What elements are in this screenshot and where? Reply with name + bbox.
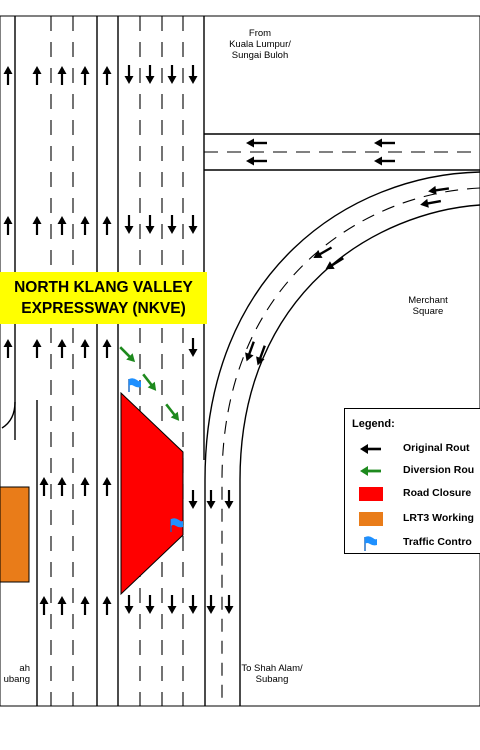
from-kuala-lumpur-label: From Kuala Lumpur/ Sungai Buloh bbox=[210, 28, 310, 61]
red-box-icon bbox=[359, 487, 383, 501]
legend-item-road-closure: Road Closure bbox=[345, 485, 480, 503]
legend-item-lrt3-working: LRT3 Working bbox=[345, 510, 480, 528]
label-line: ubang bbox=[3, 674, 30, 685]
lane-dividers bbox=[50, 16, 184, 706]
legend-label: Diversion Rou bbox=[403, 464, 475, 476]
legend-label: Original Rout bbox=[403, 442, 470, 454]
legend-title: Legend: bbox=[352, 418, 395, 430]
label-line: To Shah Alam/ bbox=[241, 663, 303, 674]
label-line: From bbox=[248, 28, 272, 39]
diversion-arrow bbox=[115, 342, 140, 367]
legend-label: Traffic Contro bbox=[403, 536, 472, 548]
label-line: ah bbox=[19, 663, 30, 674]
merchant-square-label: Merchant Square bbox=[388, 295, 468, 317]
title-line-2: EXPRESSWAY (NKVE) bbox=[21, 300, 186, 317]
legend-box: Legend: Original Rout Diversion Rou Road… bbox=[344, 408, 480, 554]
left-slip-road bbox=[1, 401, 16, 429]
label-line: Square bbox=[412, 306, 444, 317]
diversion-arrow bbox=[138, 370, 162, 395]
label-line: Sungai Buloh bbox=[231, 50, 289, 61]
to-shah-alam-label: To Shah Alam/ Subang bbox=[222, 663, 322, 685]
legend-item-diversion-route: Diversion Rou bbox=[345, 462, 480, 480]
traffic-control-flag bbox=[128, 377, 142, 393]
orange-box-icon bbox=[359, 512, 383, 526]
ramp-lane-divider bbox=[221, 187, 480, 706]
blue-flag-icon bbox=[364, 536, 377, 551]
label-line: Subang bbox=[255, 674, 289, 685]
label-line: Merchant bbox=[408, 295, 448, 306]
label-line: Kuala Lumpur/ bbox=[229, 39, 291, 50]
ramp-arrows bbox=[241, 182, 451, 369]
legend-label: Road Closure bbox=[403, 487, 472, 499]
title-line-1: NORTH KLANG VALLEY bbox=[14, 279, 193, 296]
legend-item-original-route: Original Rout bbox=[345, 440, 480, 458]
legend-item-traffic-control: Traffic Contro bbox=[345, 534, 480, 552]
ramp-inner-edge bbox=[239, 204, 480, 706]
road-closure-zone bbox=[120, 391, 184, 596]
ramp-outer-edge bbox=[204, 171, 480, 706]
legend-label: LRT3 Working bbox=[403, 512, 474, 524]
lrt3-working-zone bbox=[0, 486, 30, 583]
diversion-arrow bbox=[161, 400, 185, 425]
green-arrow-icon bbox=[360, 466, 381, 476]
nkve-title-box: NORTH KLANG VALLEY EXPRESSWAY (NKVE) bbox=[0, 272, 207, 324]
black-arrow-icon bbox=[360, 444, 381, 454]
left-shah-alam-label: ah ubang bbox=[0, 663, 30, 685]
